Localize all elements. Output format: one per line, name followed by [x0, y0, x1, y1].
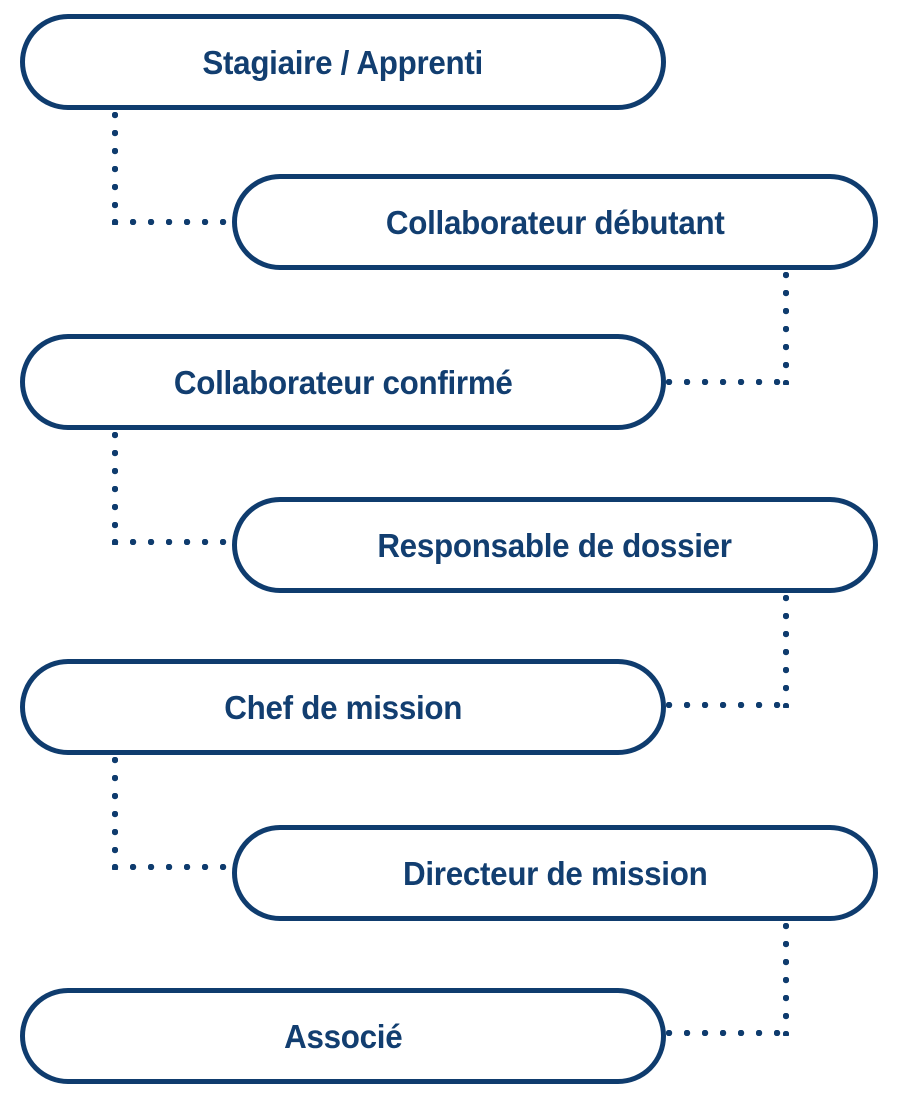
node-stagiaire-apprenti[interactable]: Stagiaire / Apprenti	[20, 14, 666, 110]
node-label: Responsable de dossier	[377, 526, 733, 564]
node-directeur-de-mission[interactable]: Directeur de mission	[232, 825, 878, 921]
node-collaborateur-confirme[interactable]: Collaborateur confirmé	[20, 334, 666, 430]
connector-chef-de-mission-to-directeur-de-mission-vertical	[112, 757, 118, 870]
connector-chef-de-mission-to-directeur-de-mission-horizontal	[112, 864, 236, 870]
connector-responsable-de-dossier-to-chef-de-mission-horizontal	[666, 702, 789, 708]
node-label: Collaborateur débutant	[385, 203, 725, 241]
connector-stagiaire-to-collaborateur-debutant-vertical	[112, 112, 118, 225]
connector-responsable-de-dossier-to-chef-de-mission-vertical	[783, 595, 789, 708]
node-label: Chef de mission	[224, 688, 462, 726]
node-chef-de-mission[interactable]: Chef de mission	[20, 659, 666, 755]
node-collaborateur-debutant[interactable]: Collaborateur débutant	[232, 174, 878, 270]
node-label: Associé	[283, 1017, 403, 1055]
connector-collaborateur-debutant-to-collaborateur-confirme-vertical	[783, 272, 789, 385]
connector-directeur-de-mission-to-associe-horizontal	[666, 1030, 789, 1036]
node-associe[interactable]: Associé	[20, 988, 666, 1084]
connector-stagiaire-to-collaborateur-debutant-horizontal	[112, 219, 236, 225]
node-label: Directeur de mission	[402, 854, 708, 892]
connector-collaborateur-debutant-to-collaborateur-confirme-horizontal	[666, 379, 789, 385]
connector-directeur-de-mission-to-associe-vertical	[783, 923, 789, 1036]
node-label: Collaborateur confirmé	[173, 363, 513, 401]
connector-collaborateur-confirme-to-responsable-de-dossier-vertical	[112, 432, 118, 545]
node-label: Stagiaire / Apprenti	[202, 43, 484, 81]
connector-collaborateur-confirme-to-responsable-de-dossier-horizontal	[112, 539, 236, 545]
node-responsable-de-dossier[interactable]: Responsable de dossier	[232, 497, 878, 593]
